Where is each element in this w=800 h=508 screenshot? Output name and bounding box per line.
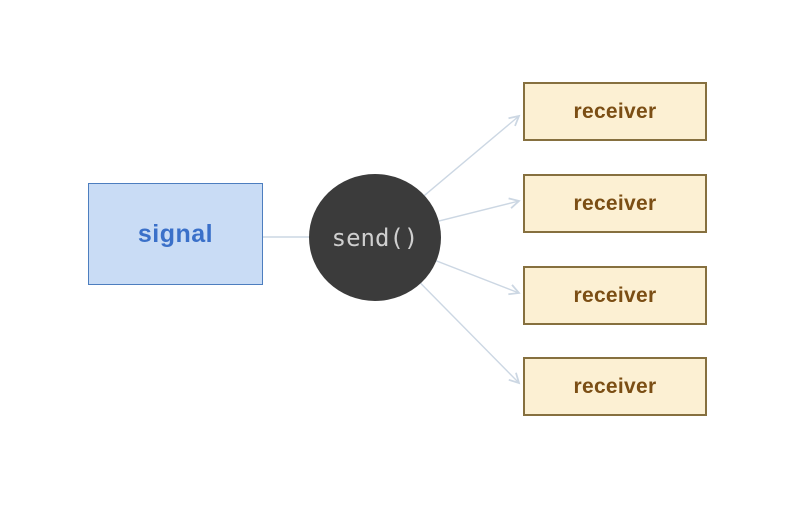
receiver-node-1: receiver [523,82,707,141]
send-label: send() [331,223,419,252]
receiver-label: receiver [573,283,657,307]
send-node: send() [309,174,441,301]
signal-node: signal [88,183,263,285]
receiver-label: receiver [573,374,657,398]
receiver-label: receiver [573,99,657,123]
receiver-node-2: receiver [523,174,707,233]
receiver-node-4: receiver [523,357,707,416]
receiver-label: receiver [573,191,657,215]
signal-label: signal [137,219,214,248]
receiver-node-3: receiver [523,266,707,325]
